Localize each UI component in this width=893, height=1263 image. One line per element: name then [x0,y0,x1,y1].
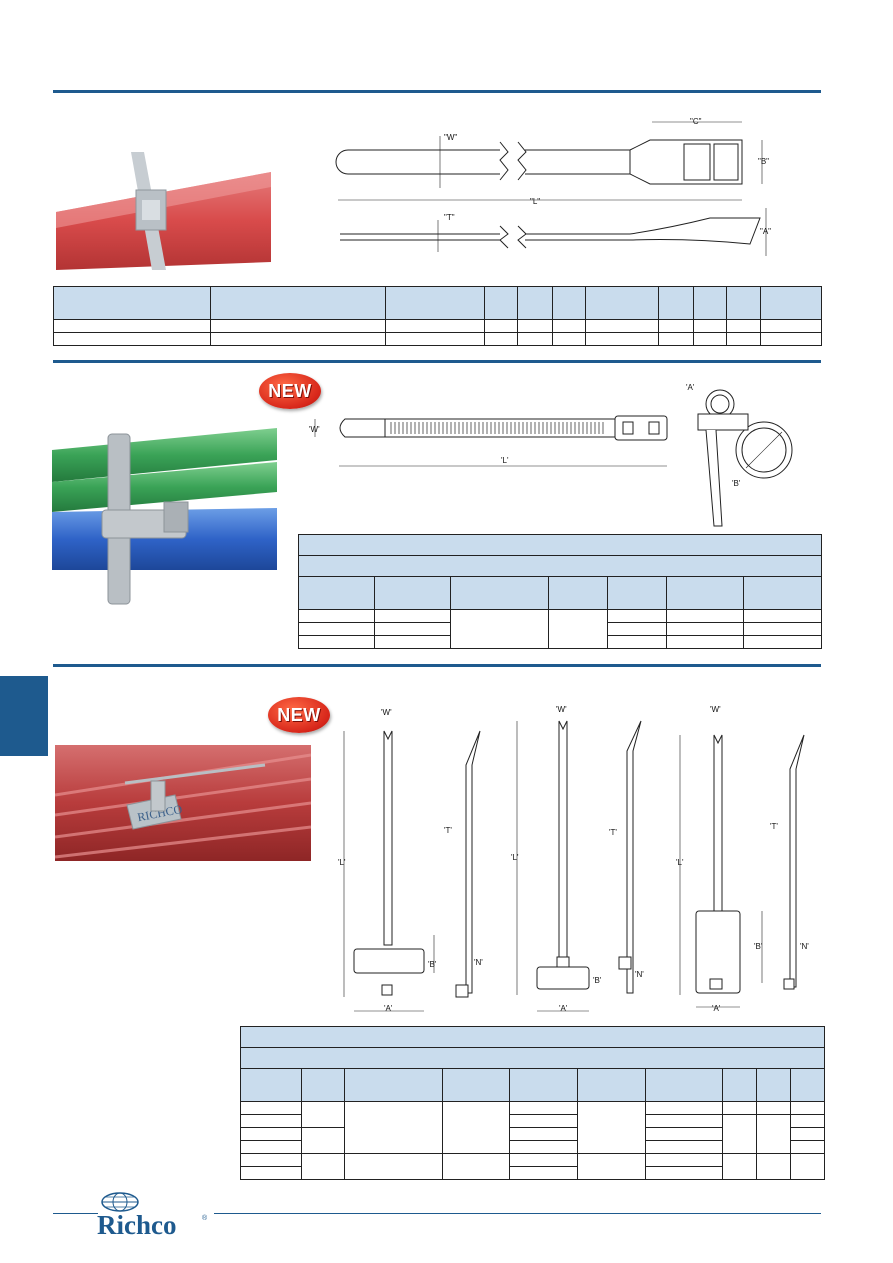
table-row [240,1166,825,1180]
globe-icon [101,1192,139,1212]
table-subtitle-band [297,555,823,577]
svg-text:"A": "A" [760,227,771,236]
section-rule-3 [53,664,821,667]
footer-rule-left [53,1213,98,1214]
table-row [53,332,822,346]
cable-tie-diagram-2: 'W' 'L' [309,415,668,467]
cable-tie-loop-diagram: 'A' 'B' [686,383,793,527]
table-row [240,1101,826,1154]
svg-text:'W': 'W' [381,708,392,717]
svg-text:'A': 'A' [712,1004,721,1013]
svg-text:'B': 'B' [754,942,763,951]
svg-text:"B": "B" [758,157,769,166]
svg-text:'N': 'N' [474,958,483,967]
product-photo-green-blue-cables [52,420,277,605]
table-title-band [297,534,823,556]
svg-text:'T': 'T' [770,822,778,831]
richco-logo: Richco ® [97,1192,208,1240]
table-header-row [240,1068,826,1102]
marker-tie-diagram-2: 'W' 'L' 'A' 'B' 'T' 'N' [511,705,644,1013]
table-header-row [53,286,822,320]
svg-text:'N': 'N' [800,942,809,951]
svg-text:'L': 'L' [501,456,509,465]
table-title-band [239,1026,826,1048]
svg-text:'B': 'B' [732,479,741,488]
cable-tie-diagram-1: "W" "L" "C" "B" "T" "A" [335,117,771,256]
product-photo-marker-tie: RICHCO [55,745,311,861]
svg-text:'W': 'W' [710,705,721,714]
table-row [53,319,822,333]
marker-tie-diagram-1: 'W' 'L' 'A' 'B' 'T' 'N' [338,708,483,1013]
svg-text:'A': 'A' [559,1004,568,1013]
svg-text:'L': 'L' [676,858,684,867]
side-tab-marker [0,676,48,756]
svg-text:'L': 'L' [511,853,519,862]
spec-table-2 [297,534,823,649]
table-row [240,1127,826,1154]
svg-text:"T": "T" [444,213,455,222]
svg-text:'N': 'N' [635,970,644,979]
svg-text:'W': 'W' [309,425,320,434]
new-badge-label: NEW [268,381,312,401]
section-rule-2 [53,360,821,363]
section-rule-top [53,90,821,93]
svg-text:'L': 'L' [338,858,346,867]
svg-text:"L": "L" [530,197,540,206]
table-row [298,635,823,649]
svg-text:'T': 'T' [609,828,617,837]
spec-table-1 [53,286,822,346]
footer-rule-right [214,1213,821,1214]
svg-text:'B': 'B' [428,960,437,969]
svg-text:'A': 'A' [384,1004,393,1013]
svg-text:'W': 'W' [556,705,567,714]
svg-text:'B': 'B' [593,976,602,985]
table-header-row [298,576,823,610]
new-badge: NEW [268,697,330,733]
svg-text:"W": "W" [444,133,457,142]
new-badge-label: NEW [277,705,321,725]
marker-tie-diagram-3: 'W' 'L' 'A' 'B' 'T' 'N' [676,705,809,1013]
svg-text:"C": "C" [690,117,702,126]
table-row [298,609,823,649]
svg-text:Richco: Richco [97,1210,176,1240]
svg-text:'A': 'A' [686,383,695,392]
spec-table-3 [239,1026,826,1180]
svg-text:'T': 'T' [444,826,452,835]
table-row [240,1153,826,1180]
table-row [240,1114,826,1154]
table-subtitle-band [239,1047,826,1069]
product-photo-red-cable-tie [56,152,271,270]
svg-text:®: ® [202,1214,208,1222]
new-badge: NEW [259,373,321,409]
